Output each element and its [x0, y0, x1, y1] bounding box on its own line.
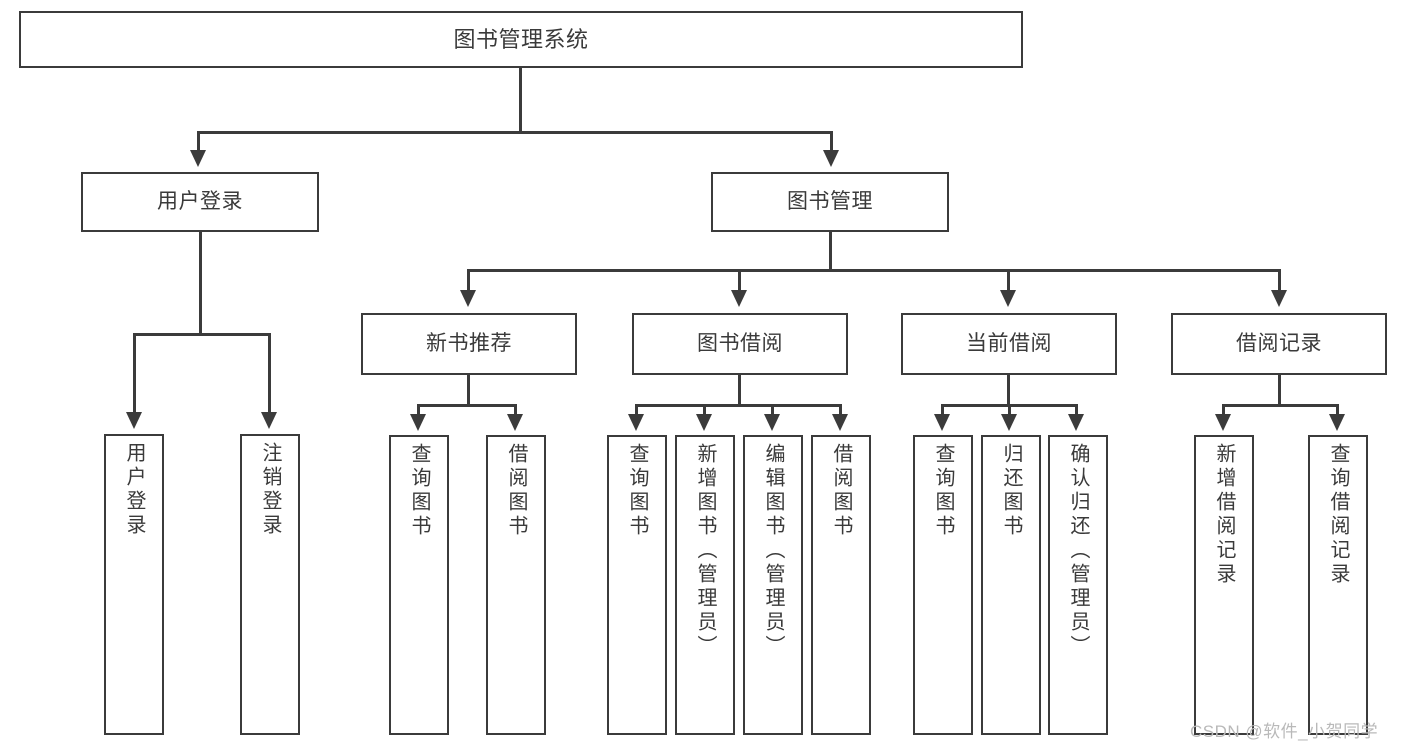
connector-borrow-branch-1 — [635, 404, 638, 418]
node-label: 用户登录 — [157, 189, 243, 213]
arrow-borrow-leaf-3 — [764, 414, 780, 431]
node-label: 查询借阅记录 — [1327, 443, 1349, 587]
connector-bookmgmt-branch-3 — [1007, 269, 1010, 293]
connector-root-to-bookmgmt — [830, 131, 833, 153]
connector-bookmgmt-split — [467, 269, 1281, 272]
arrow-current-leaf-2 — [1001, 414, 1017, 431]
connector-records-branch-1 — [1222, 404, 1225, 418]
arrow-bookmgmt-to-records — [1271, 290, 1287, 307]
node-borrow-records[interactable]: 借阅记录 — [1171, 313, 1387, 375]
leaf-recommend-query-book[interactable]: 查询图书 — [389, 435, 449, 735]
leaf-user-login-logout[interactable]: 注销登录 — [240, 434, 300, 735]
connector-borrow-split — [635, 404, 840, 407]
arrow-records-leaf-2 — [1329, 414, 1345, 431]
node-root-system[interactable]: 图书管理系统 — [19, 11, 1023, 68]
arrow-userlogin-leaf-1 — [126, 412, 142, 429]
connector-userlogin-split — [133, 333, 271, 336]
connector-borrow-branch-3 — [771, 404, 774, 418]
connector-borrow-branch-2 — [703, 404, 706, 418]
node-label: 新增图书（管理员） — [694, 443, 716, 659]
leaf-borrow-borrow-book[interactable]: 借阅图书 — [811, 435, 871, 735]
arrow-bookmgmt-to-current — [1000, 290, 1016, 307]
arrow-root-to-login — [190, 150, 206, 167]
leaf-recommend-borrow-book[interactable]: 借阅图书 — [486, 435, 546, 735]
leaf-borrow-edit-book-admin[interactable]: 编辑图书（管理员） — [743, 435, 803, 735]
node-label: 借阅图书 — [830, 443, 852, 539]
node-label: 图书借阅 — [697, 331, 783, 355]
node-current-borrow[interactable]: 当前借阅 — [901, 313, 1117, 375]
connector-bookmgmt-branch-1 — [467, 269, 470, 293]
connector-userlogin-branch-2 — [268, 333, 271, 415]
arrow-current-leaf-3 — [1068, 414, 1084, 431]
leaf-user-login-login[interactable]: 用户登录 — [104, 434, 164, 735]
connector-bookmgmt-branch-2 — [738, 269, 741, 293]
connector-current-branch-3 — [1075, 404, 1078, 418]
connector-recommend-branch-1 — [417, 404, 420, 418]
connector-recommend-branch-2 — [514, 404, 517, 418]
connector-records-split — [1222, 404, 1339, 407]
connector-current-branch-1 — [941, 404, 944, 418]
arrow-bookmgmt-to-borrow — [731, 290, 747, 307]
arrow-bookmgmt-to-recommend — [460, 290, 476, 307]
node-label: 新书推荐 — [426, 331, 512, 355]
connector-records-branch-2 — [1336, 404, 1339, 418]
connector-userlogin-stem — [199, 232, 202, 336]
connector-current-branch-2 — [1008, 404, 1011, 418]
connector-borrow-stem — [738, 375, 741, 407]
leaf-borrow-query-book[interactable]: 查询图书 — [607, 435, 667, 735]
connector-bookmgmt-branch-4 — [1278, 269, 1281, 293]
node-label: 图书管理 — [787, 189, 873, 213]
leaf-records-query-record[interactable]: 查询借阅记录 — [1308, 435, 1368, 735]
node-label: 借阅记录 — [1236, 331, 1322, 355]
leaf-borrow-add-book-admin[interactable]: 新增图书（管理员） — [675, 435, 735, 735]
connector-recommend-stem — [467, 375, 470, 407]
node-label: 查询图书 — [626, 443, 648, 539]
node-label: 编辑图书（管理员） — [762, 443, 784, 659]
connector-current-stem — [1007, 375, 1010, 407]
node-label: 用户登录 — [123, 442, 145, 538]
connector-root-stem — [519, 68, 522, 134]
arrow-recommend-leaf-2 — [507, 414, 523, 431]
connector-bookmgmt-stem — [829, 232, 832, 272]
leaf-records-add-record[interactable]: 新增借阅记录 — [1194, 435, 1254, 735]
leaf-current-query-book[interactable]: 查询图书 — [913, 435, 973, 735]
node-user-login[interactable]: 用户登录 — [81, 172, 319, 232]
connector-root-split — [197, 131, 833, 134]
connector-records-stem — [1278, 375, 1281, 407]
node-book-borrow[interactable]: 图书借阅 — [632, 313, 848, 375]
arrow-borrow-leaf-2 — [696, 414, 712, 431]
node-label: 当前借阅 — [966, 331, 1052, 355]
node-label: 归还图书 — [1000, 443, 1022, 539]
node-label: 图书管理系统 — [453, 26, 589, 52]
node-label: 查询图书 — [932, 443, 954, 539]
csdn-watermark: CSDN @软件_小贺同学 — [1190, 722, 1379, 741]
connector-userlogin-branch-1 — [133, 333, 136, 415]
node-label: 借阅图书 — [505, 443, 527, 539]
node-label: 注销登录 — [259, 442, 281, 538]
connector-root-to-login — [197, 131, 200, 153]
node-label: 查询图书 — [408, 443, 430, 539]
leaf-current-confirm-return-admin[interactable]: 确认归还（管理员） — [1048, 435, 1108, 735]
node-label: 新增借阅记录 — [1213, 443, 1235, 587]
node-new-book-recommend[interactable]: 新书推荐 — [361, 313, 577, 375]
connector-borrow-branch-4 — [839, 404, 842, 418]
arrow-userlogin-leaf-2 — [261, 412, 277, 429]
arrow-borrow-leaf-4 — [832, 414, 848, 431]
node-label: 确认归还（管理员） — [1067, 443, 1089, 659]
arrow-records-leaf-1 — [1215, 414, 1231, 431]
leaf-current-return-book[interactable]: 归还图书 — [981, 435, 1041, 735]
arrow-recommend-leaf-1 — [410, 414, 426, 431]
arrow-current-leaf-1 — [934, 414, 950, 431]
node-book-management[interactable]: 图书管理 — [711, 172, 949, 232]
connector-recommend-split — [417, 404, 517, 407]
arrow-borrow-leaf-1 — [628, 414, 644, 431]
arrow-root-to-bookmgmt — [823, 150, 839, 167]
